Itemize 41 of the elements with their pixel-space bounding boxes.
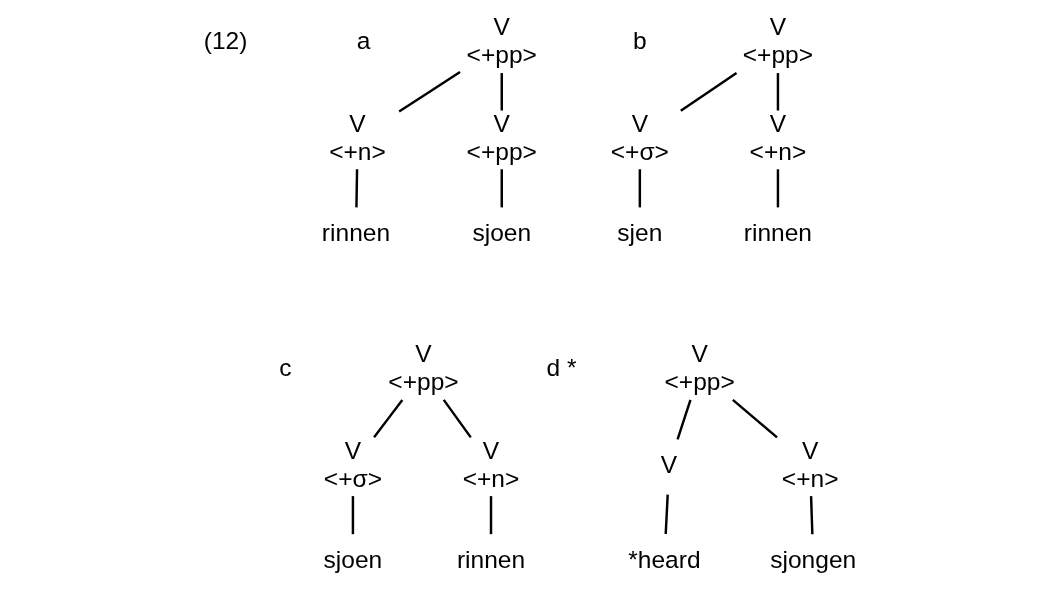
node-text: V <+σ> xyxy=(610,110,669,165)
node-text: V <+pp> xyxy=(466,110,537,165)
node-text: V <+n> xyxy=(749,110,806,165)
node-text: rinnen xyxy=(321,219,390,247)
connector xyxy=(398,71,461,113)
node-text: V <+pp> xyxy=(664,340,735,395)
connector xyxy=(664,494,669,535)
node-text: V <+σ> xyxy=(323,436,382,492)
node-text: rinnen xyxy=(743,219,812,247)
node-text: V <+pp> xyxy=(387,340,459,395)
connector xyxy=(489,496,492,535)
node-text: sjen xyxy=(616,219,662,247)
node-text: V xyxy=(660,450,677,478)
connector xyxy=(675,399,692,440)
connector xyxy=(500,73,503,111)
node-text: V <+n> xyxy=(462,436,519,492)
connector xyxy=(372,399,403,439)
connector xyxy=(776,169,779,208)
connector xyxy=(638,169,641,208)
node-text: *heard xyxy=(627,545,701,573)
node-text: V <+n> xyxy=(328,110,386,165)
connector xyxy=(351,496,354,535)
label: (12) xyxy=(203,27,247,55)
node-text: sjoen xyxy=(323,545,382,573)
label: d * xyxy=(546,354,577,382)
connector xyxy=(500,169,503,208)
node-text: V <+pp> xyxy=(742,13,813,69)
node-text: sjongen xyxy=(769,545,856,573)
connector xyxy=(776,73,779,111)
connector xyxy=(809,496,814,535)
label: a xyxy=(356,27,370,55)
label: c xyxy=(278,354,292,382)
connector xyxy=(442,399,472,439)
connector xyxy=(354,169,358,208)
node-text: V <+pp> xyxy=(466,13,537,69)
node-text: V <+n> xyxy=(781,436,838,492)
node-text: rinnen xyxy=(456,545,525,573)
label: b xyxy=(632,27,647,55)
connector xyxy=(679,72,737,112)
connector xyxy=(731,398,778,439)
node-text: sjoen xyxy=(471,219,531,247)
